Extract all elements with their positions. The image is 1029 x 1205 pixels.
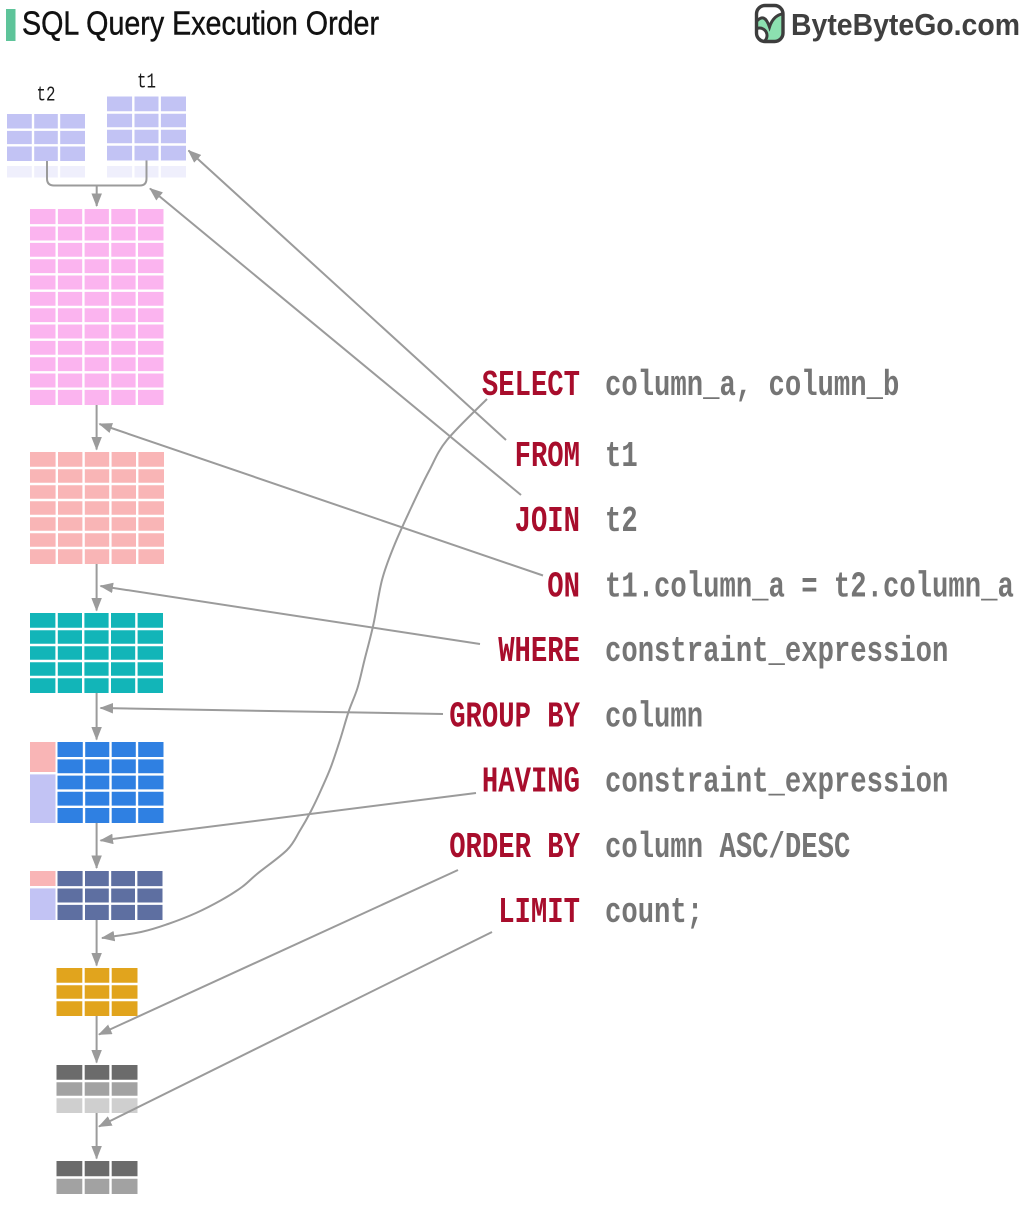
svg-text:column_a, column_b: column_a, column_b [605,365,899,406]
svg-text:t1: t1 [605,436,638,477]
svg-text:SQL Query Execution Order: SQL Query Execution Order [22,5,379,42]
svg-text:t2: t2 [37,85,56,108]
svg-text:FROM: FROM [515,436,580,477]
svg-text:t1.column_a = t2.column_a: t1.column_a = t2.column_a [605,567,1014,608]
svg-text:HAVING: HAVING [482,762,580,803]
svg-text:t1: t1 [137,72,156,95]
svg-text:GROUP BY: GROUP BY [449,696,580,737]
svg-text:SELECT: SELECT [482,365,580,406]
svg-text:ON: ON [547,567,580,608]
svg-text:ORDER BY: ORDER BY [449,827,580,868]
svg-text:WHERE: WHERE [498,631,580,672]
svg-text:JOIN: JOIN [515,501,580,542]
svg-text:ByteByteGo.com: ByteByteGo.com [791,8,1020,42]
svg-text:constraint_expression: constraint_expression [605,631,948,672]
svg-text:count;: count; [605,892,703,933]
svg-text:column: column [605,696,703,737]
svg-text:constraint_expression: constraint_expression [605,762,948,803]
svg-text:LIMIT: LIMIT [498,892,580,933]
svg-text:column ASC/DESC: column ASC/DESC [605,827,850,868]
svg-text:t2: t2 [605,501,638,542]
